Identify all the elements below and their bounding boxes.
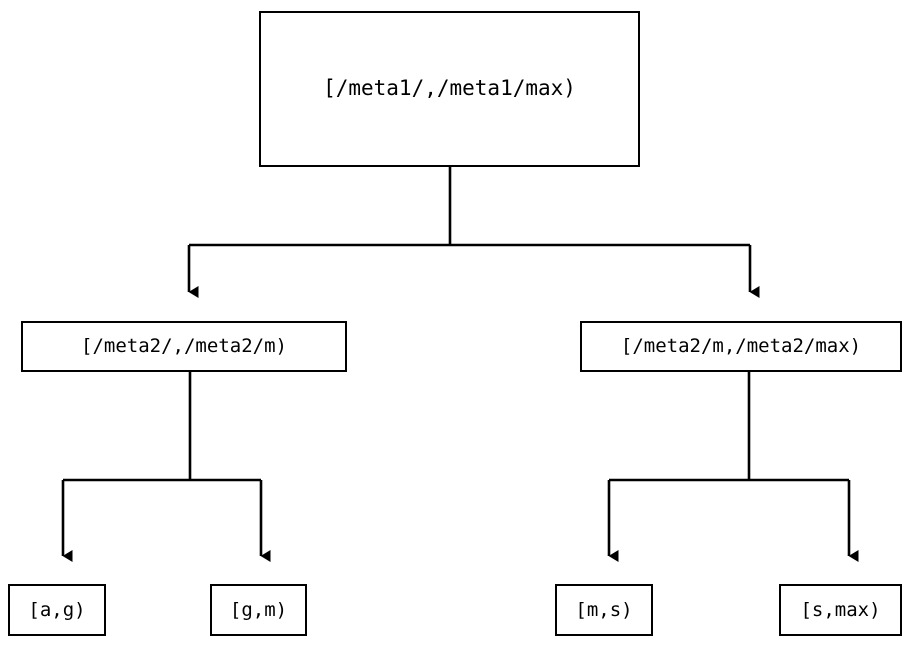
tree-node-leaf-ag[interactable]: [a,g)	[8, 584, 106, 636]
tree-node-leaf-gm[interactable]: [g,m)	[210, 584, 307, 636]
edge-meta2-high-to-leaf-smax	[749, 478, 859, 562]
edge-root-to-meta2-high	[450, 243, 760, 298]
tree-node-leaf-ms[interactable]: [m,s)	[555, 584, 653, 636]
tree-node-meta2-low[interactable]: [/meta2/,/meta2/m)	[21, 321, 347, 372]
tree-node-root[interactable]: [/meta1/,/meta1/max)	[259, 11, 640, 167]
edge-meta2-high-to-leaf-ms	[607, 372, 751, 562]
tree-node-root-label: [/meta1/,/meta1/max)	[323, 76, 576, 101]
tree-node-leaf-smax[interactable]: [s,max)	[779, 584, 902, 636]
edge-meta2-low-to-leaf-ag	[61, 372, 192, 562]
edge-meta2-low-to-leaf-gm	[190, 478, 271, 562]
edge-root-to-meta2-low	[187, 167, 452, 298]
tree-node-meta2-high[interactable]: [/meta2/m,/meta2/max)	[580, 321, 902, 372]
tree-node-leaf-ms-label: [m,s)	[575, 598, 633, 621]
tree-node-meta2-high-label: [/meta2/m,/meta2/max)	[620, 335, 862, 358]
tree-node-leaf-gm-label: [g,m)	[229, 598, 288, 621]
tree-node-meta2-low-label: [/meta2/,/meta2/m)	[81, 335, 287, 358]
tree-node-leaf-smax-label: [s,max)	[800, 598, 881, 621]
tree-node-leaf-ag-label: [a,g)	[28, 598, 86, 621]
